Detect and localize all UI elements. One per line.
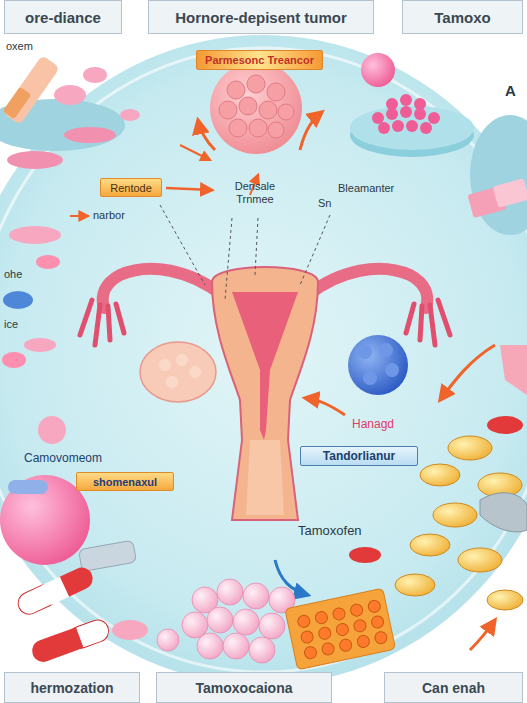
header-box: Hornore-depisent tumor xyxy=(148,0,374,34)
box-text: Parmesonc Treancor xyxy=(205,54,314,66)
tag-box: shomenaxul xyxy=(76,472,174,491)
side-label: ice xyxy=(4,318,18,331)
tag-box: Rentode xyxy=(100,178,162,197)
annotation-label: narbor xyxy=(93,209,125,222)
box-text: hermozation xyxy=(30,680,113,696)
annotation-label: Camovomeom xyxy=(24,452,102,466)
annotation-label: Densale Trnmee xyxy=(220,180,290,205)
tag-box: Tandorlianur xyxy=(300,446,418,466)
box-text: Tandorlianur xyxy=(323,449,395,463)
footer-box: hermozation xyxy=(4,672,140,703)
side-label: ohe xyxy=(4,268,22,281)
side-label: A xyxy=(505,82,516,99)
side-label: oxem xyxy=(6,40,33,53)
annotation-label: Bleamanter xyxy=(338,182,394,195)
box-text: ore-diance xyxy=(25,9,101,26)
box-text: Tamoxocaiona xyxy=(196,680,293,696)
box-text: Rentode xyxy=(110,182,152,194)
box-text: Tamoxo xyxy=(434,9,490,26)
drug-label: Tamoxofen xyxy=(298,524,362,539)
annotation-label: Hanagd xyxy=(352,418,394,432)
box-text: shomenaxul xyxy=(93,476,157,488)
header-box: ore-diance xyxy=(4,0,122,34)
title-banner: Parmesonc Treancor xyxy=(196,50,323,70)
header-box: Tamoxo xyxy=(402,0,523,34)
annotation-label: Sn xyxy=(318,197,331,210)
footer-box: Tamoxocaiona xyxy=(156,672,332,703)
footer-box: Can enah xyxy=(384,672,523,703)
box-text: Can enah xyxy=(422,680,485,696)
box-text: Hornore-depisent tumor xyxy=(175,9,347,26)
